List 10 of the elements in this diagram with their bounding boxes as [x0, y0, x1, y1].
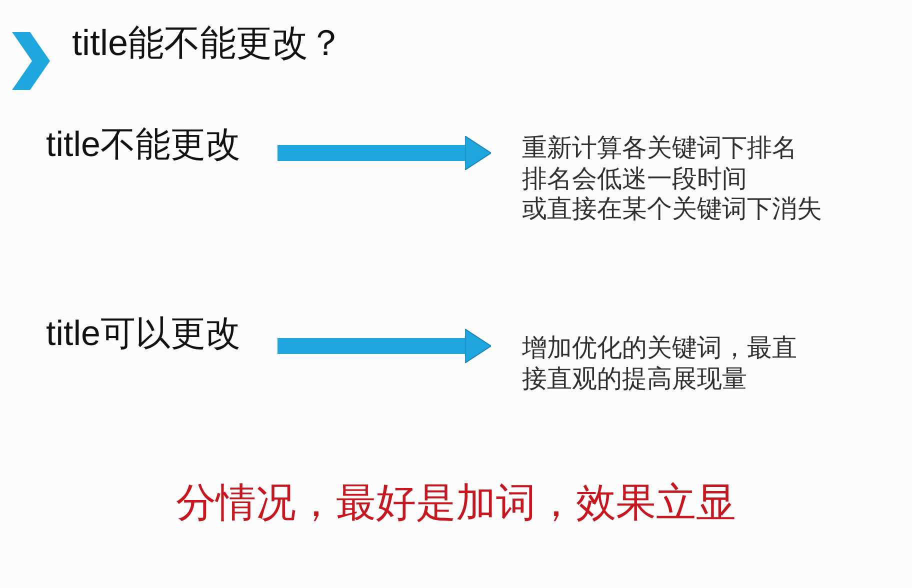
- label-text: 或直接在某个关键词下消失: [522, 195, 822, 225]
- block-arrow: [277, 136, 492, 170]
- label-text: title不能更改: [46, 124, 240, 166]
- conclusion-text: 分情况，最好是加词，效果立显: [176, 480, 736, 526]
- block-arrow: [277, 328, 492, 364]
- slide-title: title能不能更改？: [72, 22, 344, 64]
- label-text: 增加优化的关键词，最直接直观的提高展现量: [522, 334, 804, 395]
- label-text: 重新计算各关键词下排名: [522, 134, 798, 164]
- label-text: title可以更改: [46, 313, 240, 355]
- label-text: 排名会低迷一段时间: [522, 164, 748, 194]
